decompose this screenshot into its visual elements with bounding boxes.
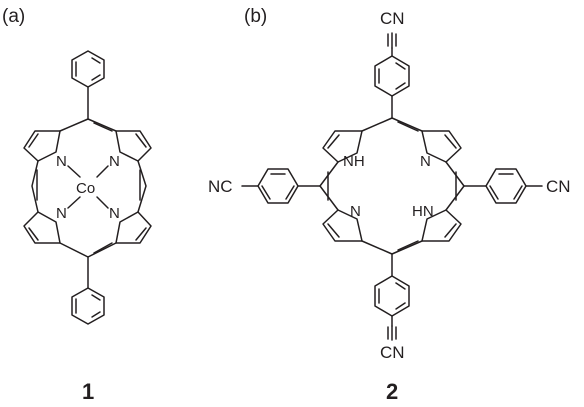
compound-2-porphyrin-core bbox=[319, 117, 465, 255]
compound-1-atom-n3: N bbox=[56, 205, 67, 222]
compound-2-number: 2 bbox=[386, 379, 398, 404]
compound-2-cyanophenyl-left bbox=[241, 168, 321, 204]
compound-2-cyanophenyl-bottom bbox=[374, 253, 410, 341]
compound-2-atom-n-top: N bbox=[420, 153, 431, 170]
panel-b: (b) bbox=[208, 6, 571, 404]
compound-1-atom-co: Co bbox=[76, 180, 95, 197]
compound-2-nc-left: NC bbox=[208, 177, 233, 196]
panel-a: (a) bbox=[2, 6, 152, 404]
compound-2-cn-top: CN bbox=[380, 9, 405, 28]
compound-1-structure: N N Co N N bbox=[23, 50, 152, 325]
compound-2-cyanophenyl-top bbox=[374, 32, 410, 119]
compound-1-number: 1 bbox=[82, 379, 94, 404]
compound-2-cn-bottom: CN bbox=[380, 343, 405, 362]
panel-a-label: (a) bbox=[2, 6, 25, 27]
compound-2-cn-right: CN bbox=[546, 177, 571, 196]
compound-1-phenyl-top bbox=[71, 50, 105, 120]
compound-1-porphyrin-core bbox=[23, 118, 152, 258]
compound-2-cyanophenyl-right bbox=[463, 168, 543, 204]
compound-2-atom-n-bottom: N bbox=[350, 203, 361, 220]
compound-1-phenyl-bottom bbox=[71, 256, 105, 325]
panel-b-label: (b) bbox=[244, 6, 267, 27]
compound-2-structure: CN NH N NC CN N HN CN bbox=[208, 9, 571, 362]
compound-1-atom-n4: N bbox=[109, 205, 120, 222]
compound-2-atom-hn: HN bbox=[412, 203, 434, 220]
compound-1-atom-n1: N bbox=[56, 153, 67, 170]
compound-1-atom-n2: N bbox=[109, 153, 120, 170]
compound-2-atom-nh: NH bbox=[343, 153, 365, 170]
